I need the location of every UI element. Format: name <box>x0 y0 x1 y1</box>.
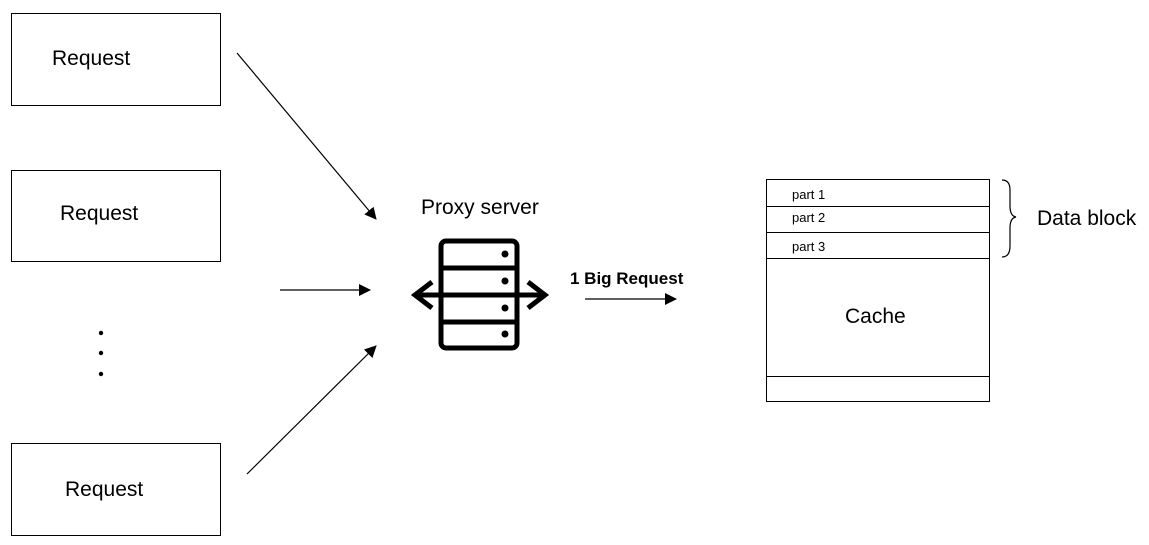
request-box-1: Request <box>11 13 221 106</box>
arrow-request-1-to-proxy <box>236 52 377 220</box>
data-block-label: Data block <box>1037 207 1137 230</box>
ellipsis-dots <box>98 330 104 377</box>
cache-block: part 1 part 2 part 3 Cache <box>766 179 990 402</box>
cache-label: Cache <box>845 305 906 328</box>
big-request-label: 1 Big Request <box>570 269 684 288</box>
cache-part-row-2: part 2 <box>767 207 989 233</box>
cache-part-label-3: part 3 <box>792 239 826 254</box>
request-box-3: Request <box>11 443 221 536</box>
cache-part-row-1: part 1 <box>767 180 989 207</box>
server-icon <box>410 238 550 351</box>
request-label-2: Request <box>60 202 139 225</box>
arrow-request-3-to-proxy <box>246 345 377 475</box>
cache-part-label-2: part 2 <box>792 210 826 225</box>
request-label-1: Request <box>52 47 131 70</box>
request-label-3: Request <box>65 478 144 501</box>
data-block-brace <box>1001 179 1017 258</box>
cache-part-label-1: part 1 <box>792 187 826 202</box>
cache-part-row-3: part 3 <box>767 233 989 259</box>
cache-main-area: Cache <box>767 259 989 377</box>
proxy-server-label: Proxy server <box>421 196 539 219</box>
request-box-2: Request <box>11 170 221 262</box>
